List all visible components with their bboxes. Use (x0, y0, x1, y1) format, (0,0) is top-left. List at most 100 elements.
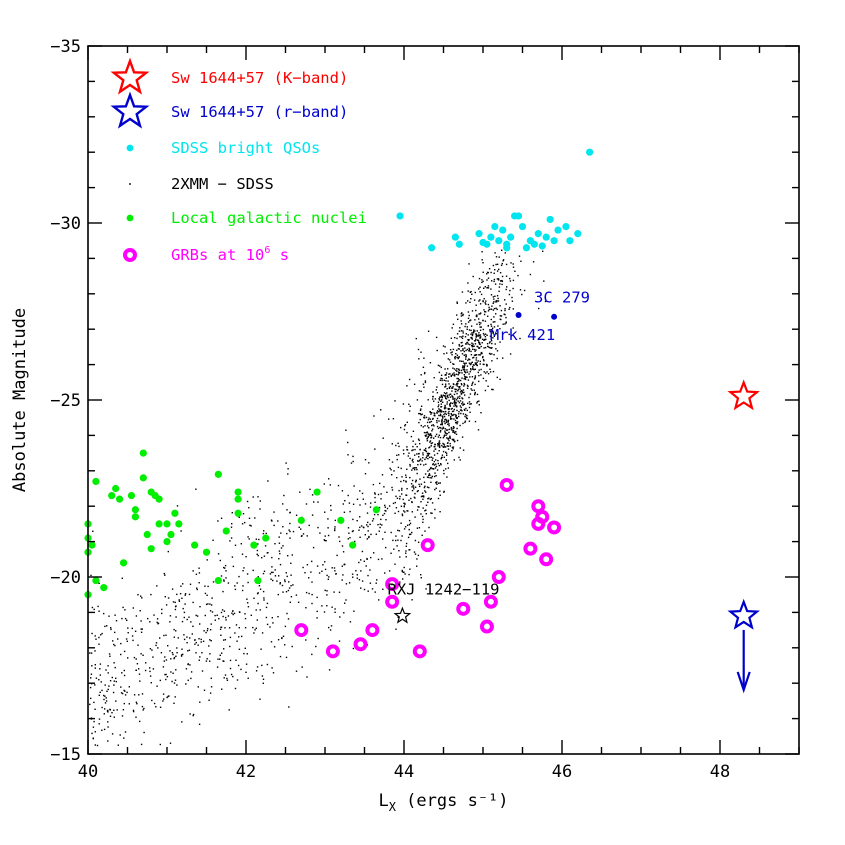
xmm-sdss-point (429, 474, 431, 476)
xmm-sdss-point (204, 592, 207, 595)
xmm-sdss-point (255, 538, 257, 540)
xmm-sdss-point (414, 454, 416, 456)
xmm-sdss-point (95, 677, 98, 679)
xmm-sdss-point (211, 597, 213, 599)
xmm-sdss-point (442, 394, 444, 396)
xmm-sdss-point (436, 392, 439, 394)
xmm-sdss-point (415, 467, 418, 469)
xmm-sdss-point (491, 342, 493, 345)
xmm-sdss-point (434, 398, 437, 400)
xmm-sdss-point (358, 529, 360, 531)
xmm-sdss-point (287, 468, 289, 470)
xmm-sdss-point (333, 567, 336, 569)
xmm-sdss-point (423, 476, 425, 479)
xmm-sdss-point (455, 431, 457, 433)
xmm-sdss-point (290, 574, 292, 576)
xmm-sdss-point (109, 709, 111, 711)
xmm-sdss-point (449, 405, 451, 407)
xmm-sdss-point (451, 410, 454, 413)
xmm-sdss-point (495, 301, 497, 303)
xmm-sdss-point (408, 519, 411, 522)
xmm-sdss-point (433, 414, 435, 417)
xmm-sdss-point (467, 311, 470, 313)
xmm-sdss-point (489, 330, 491, 333)
xmm-sdss-point (438, 445, 441, 447)
xmm-sdss-point (223, 610, 226, 612)
xmm-sdss-point (187, 650, 189, 652)
xmm-sdss-point (178, 600, 181, 602)
xmm-sdss-point (281, 584, 284, 587)
xmm-sdss-point (496, 308, 498, 311)
xmm-sdss-point (412, 461, 414, 463)
local-galactic-nuclei-point (349, 541, 357, 549)
xmm-sdss-point (101, 689, 103, 692)
local-galactic-nuclei-point (250, 541, 258, 549)
xmm-sdss-point (463, 378, 465, 380)
xmm-sdss-point (457, 318, 459, 320)
xmm-sdss-point (468, 350, 470, 352)
xmm-sdss-point (395, 628, 397, 630)
xmm-sdss-point (434, 472, 436, 474)
xmm-sdss-point (489, 341, 491, 343)
xmm-sdss-point (206, 658, 208, 660)
xmm-sdss-point (308, 577, 310, 579)
xmm-sdss-point (468, 396, 470, 399)
xmm-sdss-point (421, 515, 424, 518)
xmm-sdss-point (311, 593, 313, 596)
xmm-sdss-point (199, 656, 201, 658)
xmm-sdss-point (494, 252, 496, 254)
xmm-sdss-point (482, 300, 484, 303)
xmm-sdss-point (98, 643, 100, 645)
xmm-sdss-point (478, 374, 480, 377)
xmm-sdss-point (111, 712, 113, 714)
xmm-sdss-point (252, 626, 254, 629)
legend-label: Sw 1644+57 (K−band) (171, 69, 348, 87)
xmm-sdss-point (138, 673, 141, 675)
xmm-sdss-point (486, 287, 488, 289)
local-galactic-nuclei-point (163, 538, 171, 546)
xmm-sdss-point (447, 442, 449, 444)
xmm-sdss-point (441, 399, 443, 401)
xmm-sdss-point (445, 468, 447, 470)
xmm-sdss-point (418, 456, 420, 458)
xmm-sdss-point (381, 524, 383, 526)
xmm-sdss-point (467, 290, 469, 292)
xmm-sdss-point (375, 533, 377, 535)
xmm-sdss-point (441, 383, 444, 386)
xmm-sdss-point (369, 506, 372, 508)
xmm-sdss-point (504, 323, 506, 325)
xmm-sdss-point (484, 389, 487, 392)
xmm-sdss-point (433, 454, 436, 456)
xmm-sdss-point (479, 286, 481, 288)
xmm-sdss-point (328, 478, 330, 480)
xmm-sdss-point (403, 571, 405, 573)
xmm-sdss-point (406, 385, 408, 387)
xmm-sdss-point (359, 516, 361, 518)
xmm-sdss-point (419, 418, 421, 421)
xmm-sdss-point (455, 401, 457, 403)
xmm-sdss-point (103, 694, 105, 697)
xmm-sdss-point (460, 350, 462, 352)
xmm-sdss-point (279, 582, 281, 584)
grbs-at-10-6-s-point (531, 516, 546, 531)
xmm-sdss-point (470, 362, 472, 364)
xmm-sdss-point (489, 368, 491, 370)
xmm-sdss-point (356, 498, 359, 500)
xmm-sdss-point (190, 621, 192, 623)
xmm-sdss-point (423, 372, 426, 375)
xmm-sdss-point (435, 459, 437, 461)
xmm-sdss-point (310, 571, 312, 573)
xmm-sdss-point (408, 403, 410, 405)
xmm-sdss-point (471, 332, 473, 334)
xmm-sdss-point (439, 409, 441, 411)
xmm-sdss-point (426, 455, 428, 457)
xmm-sdss-point (113, 662, 115, 664)
xmm-sdss-point (457, 396, 459, 398)
xmm-sdss-point (429, 418, 431, 420)
xmm-sdss-point (452, 367, 454, 369)
xmm-sdss-point (451, 390, 453, 392)
xmm-sdss-point (490, 325, 493, 327)
xmm-sdss-point (403, 566, 405, 569)
xmm-sdss-point (425, 509, 427, 511)
xmm-sdss-point (424, 485, 426, 487)
